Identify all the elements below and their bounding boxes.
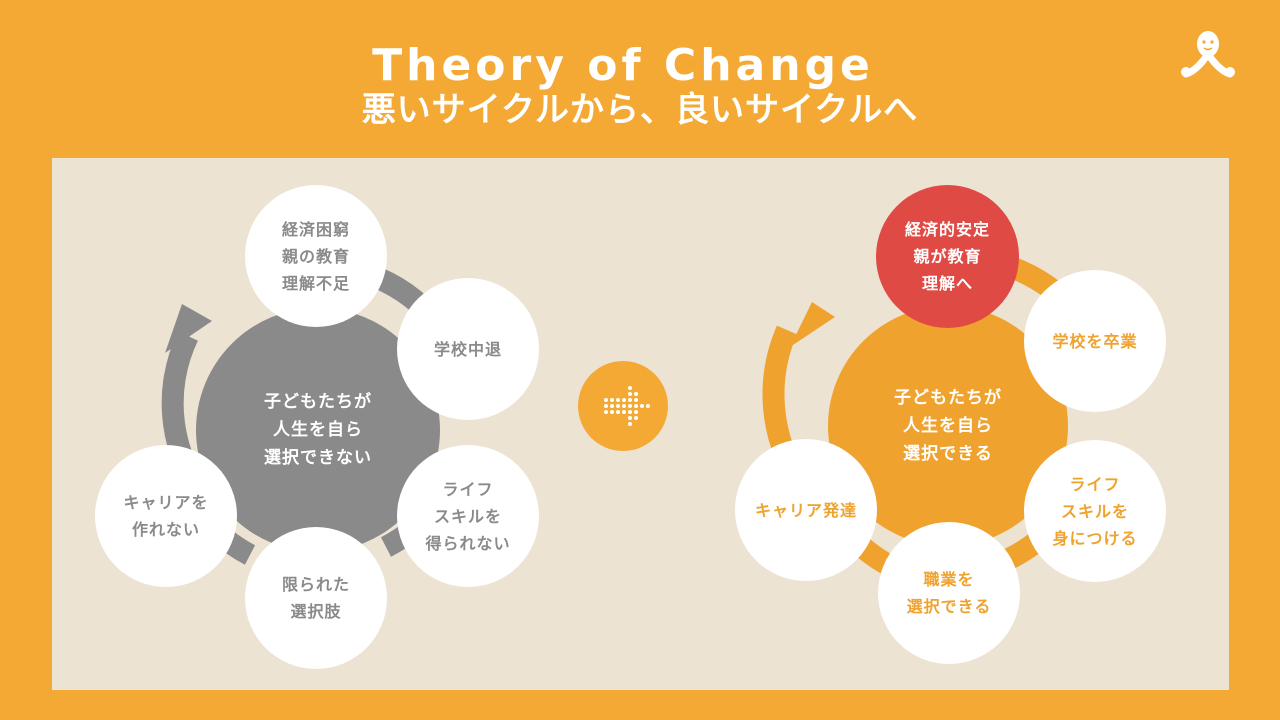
good-node-choose-job-label: 職業を 選択できる (906, 570, 992, 616)
dotted-arrow-right-icon (604, 386, 650, 426)
good-node-stability-label: 経済的安定 親が教育 理解へ (904, 220, 990, 293)
bad-node-lifeskills: ライフ スキルを 得られない (397, 445, 539, 587)
bad-node-lifeskills-label: ライフ スキルを 得られない (425, 479, 511, 553)
good-node-graduate-label: 学校を卒業 (1052, 331, 1138, 351)
bad-node-career-label: キャリアを 作れない (123, 493, 209, 539)
good-node-lifeskills-label: ライフ スキルを 身につける (1052, 474, 1138, 548)
bad-cycle-center-label: 子どもたちが 人生を自ら 選択できない (264, 392, 372, 468)
good-node-graduate: 学校を卒業 (1024, 270, 1166, 412)
bad-node-dropout: 学校中退 (397, 278, 539, 420)
page-title-en: Theory of Change (372, 40, 874, 91)
bad-node-dropout-label: 学校中退 (433, 339, 502, 359)
transition-arrow (578, 361, 668, 451)
good-node-stability: 経済的安定 親が教育 理解へ (876, 185, 1019, 328)
good-cycle-center-label: 子どもたちが 人生を自ら 選択できる (894, 388, 1002, 464)
bad-node-poverty-label: 経済困窮 親の教育 理解不足 (281, 219, 350, 293)
page-title-jp: 悪いサイクルから、良いサイクルへ (361, 90, 919, 130)
person-ribbon-logo-icon (1181, 31, 1235, 78)
good-node-career: キャリア発達 (735, 439, 877, 581)
bad-node-limited-options-label: 限られた 選択肢 (281, 575, 350, 621)
bad-node-career: キャリアを 作れない (95, 445, 237, 587)
good-node-career-label: キャリア発達 (754, 500, 857, 520)
bad-node-poverty: 経済困窮 親の教育 理解不足 (245, 185, 387, 327)
good-node-lifeskills: ライフ スキルを 身につける (1024, 440, 1166, 582)
bad-node-limited-options: 限られた 選択肢 (245, 527, 387, 669)
good-node-choose-job: 職業を 選択できる (878, 522, 1020, 664)
